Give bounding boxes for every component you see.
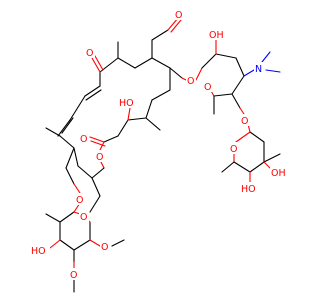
dimethylamino-nitrogen-label: N bbox=[255, 64, 262, 75]
mycinose-hydroxyl-label: HO bbox=[31, 246, 46, 257]
desosamine-ring bbox=[195, 39, 281, 115]
lactone-carbonyl-oxygen-label: O bbox=[80, 134, 87, 145]
c9-hydroxyl-label: HO bbox=[119, 98, 134, 109]
macrolactone-ring bbox=[57, 57, 171, 179]
mycinose-methoxy-a-oxygen-label: O bbox=[101, 242, 108, 253]
mycarose-ring-oxygen-label: O bbox=[230, 144, 237, 155]
ketone-carbonyl bbox=[91, 55, 104, 73]
desosamine-hydroxyl-label: OH bbox=[209, 30, 224, 41]
ketone-oxygen-label: O bbox=[86, 48, 93, 59]
aldehyde-group bbox=[151, 17, 182, 59]
mycarose-hydroxyl-a-label: OH bbox=[271, 168, 286, 179]
desosamine-ring-oxygen-label: O bbox=[204, 82, 211, 93]
mycarose-hydroxyl-b-label: HO bbox=[241, 184, 256, 195]
mycarose-glycoside-oxygen-label: O bbox=[241, 116, 248, 127]
mycarose-ring bbox=[221, 123, 281, 183]
mycinose-methoxy-b-oxygen-label: O bbox=[70, 270, 77, 281]
ethyl-group bbox=[89, 177, 101, 213]
mycinose-ring bbox=[45, 211, 125, 293]
lactone-carbonyl bbox=[89, 136, 106, 147]
ring-methyls bbox=[45, 41, 161, 137]
atom-labels: O O O O HO O O OH N O O OH HO O O HO O bbox=[30, 8, 288, 281]
lactone-ring-oxygen-label: O bbox=[96, 152, 103, 163]
chemical-structure: O O O O HO O O OH N O O OH HO O O HO O bbox=[30, 8, 288, 293]
aldehyde-oxygen-label: O bbox=[175, 10, 182, 21]
desosamine-linker bbox=[169, 67, 187, 81]
mycinose-glycoside-oxygen-label: O bbox=[76, 195, 83, 206]
mycinose-ring-oxygen-label: O bbox=[80, 212, 87, 223]
desosamine-glycoside-oxygen-label: O bbox=[187, 76, 194, 87]
c9-hydroxyl bbox=[127, 107, 131, 121]
